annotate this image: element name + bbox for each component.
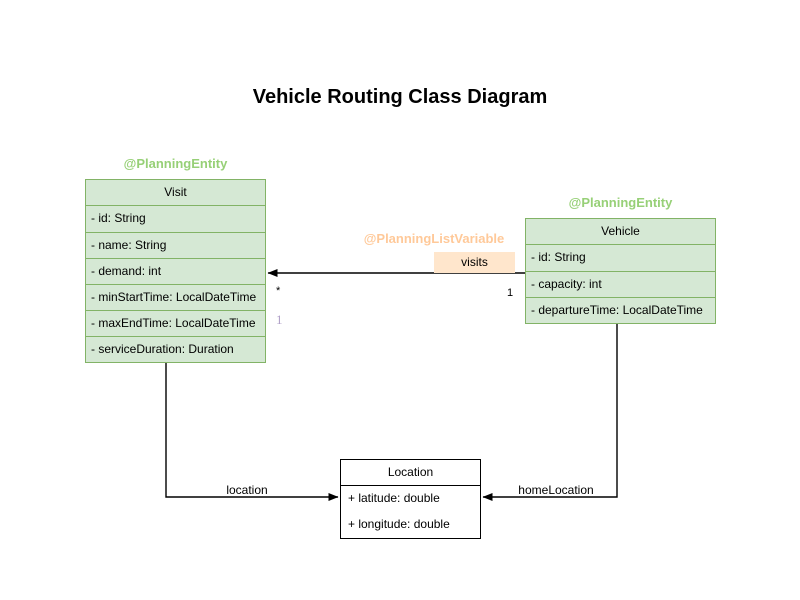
class-vehicle-field-id: - id: String [531, 250, 586, 264]
edge-label-visits: visits [434, 252, 515, 273]
class-vehicle-name: Vehicle [526, 219, 715, 245]
class-vehicle-field-departuretime: - departureTime: LocalDateTime [526, 297, 715, 323]
annotation-planning-list-variable: @PlanningListVariable [363, 231, 505, 246]
class-visit-field-minstarttime: - minStartTime: LocalDateTime [86, 284, 265, 310]
class-location-name: Location [341, 460, 480, 486]
class-visit-field-id: - id: String [91, 211, 146, 225]
class-visit-name: Visit [86, 180, 265, 206]
annotation-planning-entity-vehicle: @PlanningEntity [568, 195, 673, 210]
edge-label-location: location [226, 483, 268, 497]
diagram-title: Vehicle Routing Class Diagram [252, 86, 548, 108]
class-location: Location + latitude: double + longitude:… [340, 459, 481, 539]
edge-vehicle-to-location [482, 322, 618, 501]
class-location-field-latitude: + latitude: double [348, 491, 440, 505]
annotation-planning-entity-visit: @PlanningEntity [123, 156, 228, 171]
class-visit-field-serviceduration: - serviceDuration: Duration [86, 336, 265, 362]
class-vehicle-field-capacity: - capacity: int [526, 271, 715, 297]
class-visit-field-maxendtime: - maxEndTime: LocalDateTime [86, 310, 265, 336]
class-visit-field-name: - name: String [86, 232, 265, 258]
multiplicity-vehicle-one: 1 [507, 287, 514, 299]
index-label-one: 1 [276, 312, 283, 327]
class-location-field-longitude: + longitude: double [348, 517, 450, 531]
class-vehicle: Vehicle - id: String - capacity: int - d… [525, 218, 716, 324]
class-visit: Visit - id: String - name: String - dema… [85, 179, 266, 363]
edge-visit-to-location [165, 361, 339, 501]
edge-label-homelocation: homeLocation [518, 483, 594, 497]
class-visit-field-demand: - demand: int [86, 258, 265, 284]
multiplicity-visit-many: * [276, 285, 281, 297]
